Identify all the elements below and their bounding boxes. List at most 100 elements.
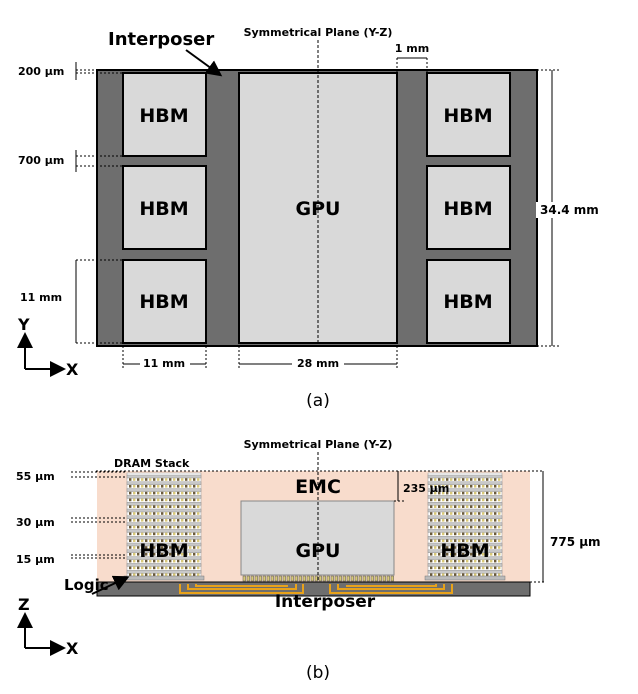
tsv-bump — [470, 512, 473, 515]
tsv-bump — [442, 532, 445, 536]
tsv-bump — [161, 512, 164, 515]
tsv-bump — [462, 505, 465, 508]
tsv-bump — [482, 525, 485, 529]
tsv-bump — [161, 485, 164, 488]
tsv-bump — [474, 498, 477, 502]
tsv-bump — [486, 532, 489, 536]
tsv-bump — [161, 505, 164, 508]
tsv-bump — [470, 485, 473, 488]
tsv-bump — [490, 498, 493, 502]
tsv-bump — [157, 566, 160, 570]
tsv-bump — [177, 532, 180, 536]
tsv-bump — [165, 553, 168, 556]
tsv-bump — [161, 559, 164, 563]
tsv-bump — [466, 512, 469, 515]
tsv-bump — [157, 525, 160, 529]
gpu-bump — [290, 575, 294, 582]
tsv-bump — [450, 532, 453, 536]
tsv-bump — [177, 485, 180, 488]
tsv-bump — [490, 566, 493, 570]
tsv-bump — [189, 478, 192, 481]
gpu-bump — [286, 575, 290, 582]
tsv-bump — [466, 532, 469, 536]
tsv-bump — [442, 559, 445, 563]
tsv-bump — [177, 553, 180, 556]
gpu-label-top: GPU — [296, 198, 341, 220]
tsv-bump — [454, 478, 457, 481]
tsv-bump — [466, 559, 469, 563]
tsv-bump — [197, 539, 200, 542]
tsv-bump — [474, 573, 477, 576]
tsv-bump — [470, 546, 473, 549]
tsv-bump — [486, 573, 489, 576]
tsv-bump — [185, 525, 188, 529]
hbm-stack-right-layers — [427, 474, 503, 576]
tsv-bump — [450, 485, 453, 488]
tsv-bump — [193, 559, 196, 563]
tsv-bump — [137, 485, 140, 488]
dram-die-layer — [126, 549, 202, 553]
tsv-bump — [478, 532, 481, 536]
tsv-bump — [189, 485, 192, 488]
gpu-bump — [322, 575, 326, 582]
logic-label: Logic — [64, 576, 109, 594]
tsv-bump — [462, 519, 465, 522]
tsv-bump — [149, 553, 152, 556]
dram-die-layer — [427, 522, 503, 526]
tsv-bump — [458, 532, 461, 536]
hbm-block-left-2 — [122, 165, 207, 250]
tsv-bump — [173, 532, 176, 536]
tsv-bump — [177, 505, 180, 508]
tsv-bump — [185, 498, 188, 502]
gpu-bump — [338, 575, 342, 582]
tsv-bump — [137, 498, 140, 502]
tsv-bump — [181, 546, 184, 549]
tsv-bump — [450, 498, 453, 502]
dram-die-layer — [126, 563, 202, 567]
tsv-bump — [490, 553, 493, 556]
tsv-bump — [145, 539, 148, 542]
tsv-bump — [474, 566, 477, 570]
tsv-bump — [177, 539, 180, 542]
tsv-bump — [498, 546, 501, 549]
tsv-bump — [486, 512, 489, 515]
tsv-bump — [197, 519, 200, 522]
tsv-bump — [482, 491, 485, 495]
tsv-bump — [498, 532, 501, 536]
symmetry-label-top: Symmetrical Plane (Y-Z) — [244, 26, 393, 39]
dim-235-label: 235 μm — [403, 482, 449, 495]
tsv-bump — [197, 485, 200, 488]
tsv-bump — [486, 519, 489, 522]
gpu-bump — [382, 575, 386, 582]
gpu-bump — [386, 575, 390, 582]
tsv-bump — [482, 559, 485, 563]
tsv-bump — [462, 491, 465, 495]
tsv-bump — [458, 573, 461, 576]
tsv-bump — [490, 525, 493, 529]
gpu-bump — [274, 575, 278, 582]
gpu-bumps — [242, 575, 394, 582]
tsv-bump — [442, 512, 445, 515]
tsv-bump — [133, 566, 136, 570]
tsv-bump — [165, 512, 168, 515]
logic-pointer — [91, 575, 130, 595]
tsv-bump — [185, 478, 188, 481]
tsv-bump — [470, 491, 473, 495]
tsv-bump — [157, 491, 160, 495]
hbm-block-right-2 — [426, 165, 511, 250]
tsv-bump — [189, 498, 192, 502]
tsv-bump — [446, 553, 449, 556]
tsv-bump — [494, 532, 497, 536]
tsv-bump — [486, 546, 489, 549]
tsv-bump — [494, 478, 497, 481]
tsv-bump — [442, 519, 445, 522]
tsv-bump — [133, 525, 136, 529]
tsv-bump — [478, 539, 481, 542]
tsv-bump — [482, 573, 485, 576]
tsv-bump — [129, 491, 132, 495]
tsv-bump — [474, 505, 477, 508]
tsv-bump — [450, 546, 453, 549]
tsv-bump — [145, 532, 148, 536]
tsv-bump — [169, 519, 172, 522]
tsv-bump — [149, 512, 152, 515]
